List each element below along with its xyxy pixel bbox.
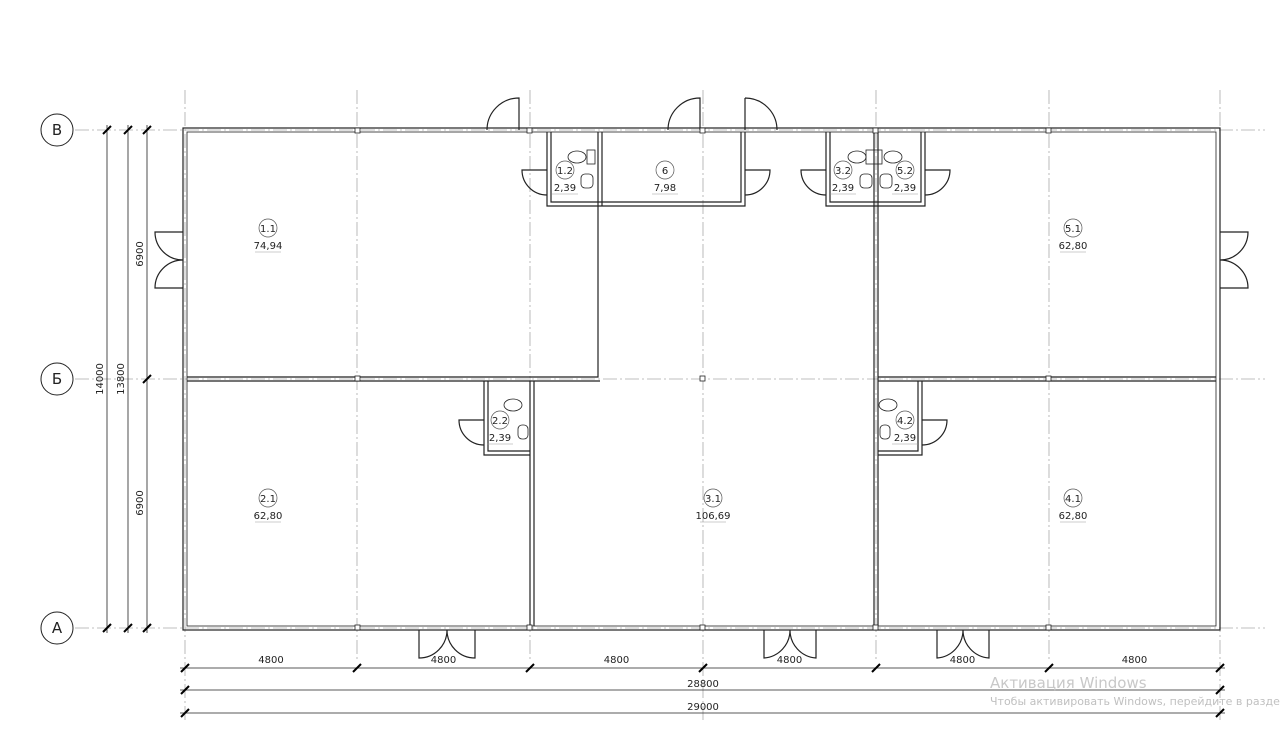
dimension-label: 4800 <box>777 655 802 666</box>
room-area: 2,39 <box>894 183 916 194</box>
room-number: 5.2 <box>897 166 913 177</box>
room-area: 2,39 <box>554 183 576 194</box>
room-number: 3.2 <box>835 166 851 177</box>
room-tag: 2.1 62,80 <box>254 488 283 523</box>
room-area: 62,80 <box>1059 241 1088 252</box>
room-number: 5.1 <box>1065 224 1081 235</box>
room-tag: 5.2 2,39 <box>892 160 918 195</box>
dimension-label: 6900 <box>135 241 146 266</box>
room-number: 6 <box>662 166 668 177</box>
room-tag: 3.2 2,39 <box>830 160 856 195</box>
dimension-label: 4800 <box>258 655 283 666</box>
room-area: 62,80 <box>1059 511 1088 522</box>
axis-marker: Б <box>40 362 74 396</box>
room-number: 1.2 <box>557 166 573 177</box>
room-tag: 3.1 106,69 <box>696 488 731 523</box>
axis-label: А <box>52 619 63 637</box>
dimension-label: 4800 <box>604 655 629 666</box>
watermark-title: Активация Windows <box>990 674 1147 692</box>
dimension-label: 4800 <box>950 655 975 666</box>
room-tag: 1.1 74,94 <box>254 218 283 253</box>
dimension-label: 13800 <box>116 363 127 395</box>
room-number: 2.1 <box>260 494 276 505</box>
room-area: 2,39 <box>894 433 916 444</box>
dimension-label: 6900 <box>135 490 146 515</box>
room-area: 2,39 <box>489 433 511 444</box>
room-tag: 67,98 <box>652 160 678 195</box>
room-tag: 2.2 2,39 <box>487 410 513 445</box>
room-area: 106,69 <box>696 511 731 522</box>
axis-marker: А <box>40 611 74 645</box>
dimension-total: 28800 <box>687 679 719 690</box>
room-number: 3.1 <box>705 494 721 505</box>
axis-marker: В <box>40 113 74 147</box>
room-area: 62,80 <box>254 511 283 522</box>
room-tag: 1.2 2,39 <box>552 160 578 195</box>
room-number: 4.1 <box>1065 494 1081 505</box>
room-number: 4.2 <box>897 416 913 427</box>
dimension-label: 4800 <box>431 655 456 666</box>
dimension-total: 29000 <box>687 702 719 713</box>
axis-label: Б <box>52 370 62 388</box>
dimension-label: 14000 <box>95 363 106 395</box>
room-area: 7,98 <box>654 183 676 194</box>
room-number: 2.2 <box>492 416 508 427</box>
axis-label: В <box>52 121 62 139</box>
room-tag: 5.1 62,80 <box>1059 218 1088 253</box>
dimension-label: 4800 <box>1122 655 1147 666</box>
watermark-text: Чтобы активировать Windows, перейдите в … <box>990 695 1280 708</box>
room-tag: 4.1 62,80 <box>1059 488 1088 523</box>
room-area: 2,39 <box>832 183 854 194</box>
room-number: 1.1 <box>260 224 276 235</box>
room-tag: 4.2 2,39 <box>892 410 918 445</box>
room-area: 74,94 <box>254 241 283 252</box>
